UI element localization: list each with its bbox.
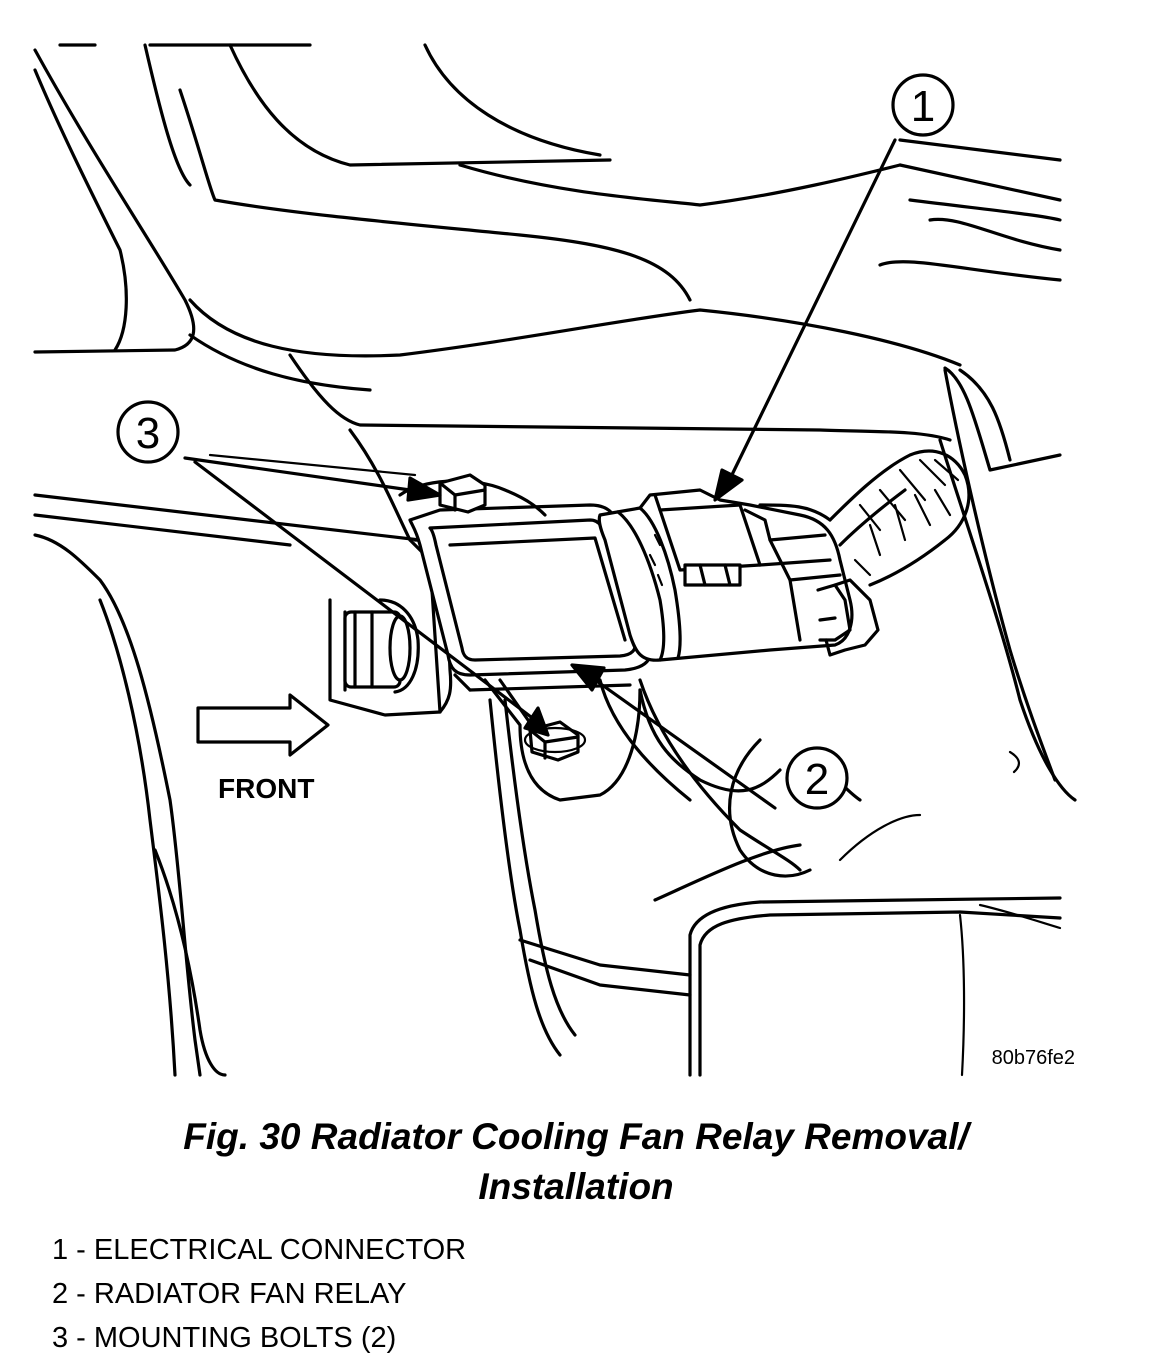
front-direction-arrow [196, 693, 330, 757]
callout-1-number: 1 [911, 82, 935, 131]
callout-1: 1 [891, 73, 955, 137]
figure-caption: Fig. 30 Radiator Cooling Fan Relay Remov… [0, 1112, 1152, 1212]
front-label: FRONT [218, 773, 314, 804]
legend-item: 2 - RADIATOR FAN RELAY [52, 1278, 407, 1310]
caption-line-2: Installation [478, 1166, 674, 1207]
front-mounting-bolt [343, 598, 420, 694]
wiring-harness [758, 449, 971, 587]
electrical-connector-body [597, 488, 880, 662]
image-code: 80b76fe2 [992, 1047, 1075, 1069]
legend-item: 1 - ELECTRICAL CONNECTOR [52, 1234, 467, 1266]
legend-item: 3 - MOUNTING BOLTS (2) [52, 1322, 397, 1354]
caption-line-1: Fig. 30 Radiator Cooling Fan Relay Remov… [183, 1116, 969, 1157]
callout-3-number: 3 [136, 409, 160, 458]
callout-3: 3 [116, 400, 180, 464]
vehicle-structure-lines [33, 43, 1077, 1077]
leader-arrows [183, 138, 897, 810]
callout-2-number: 2 [805, 755, 829, 804]
relay-installation-drawing: FRONT 1 2 3 80b76fe2 [33, 43, 1077, 1077]
upper-mounting-bolt [398, 473, 547, 517]
callout-2: 2 [785, 746, 849, 810]
parts-legend: 1 - ELECTRICAL CONNECTOR 2 - RADIATOR FA… [52, 1228, 466, 1360]
